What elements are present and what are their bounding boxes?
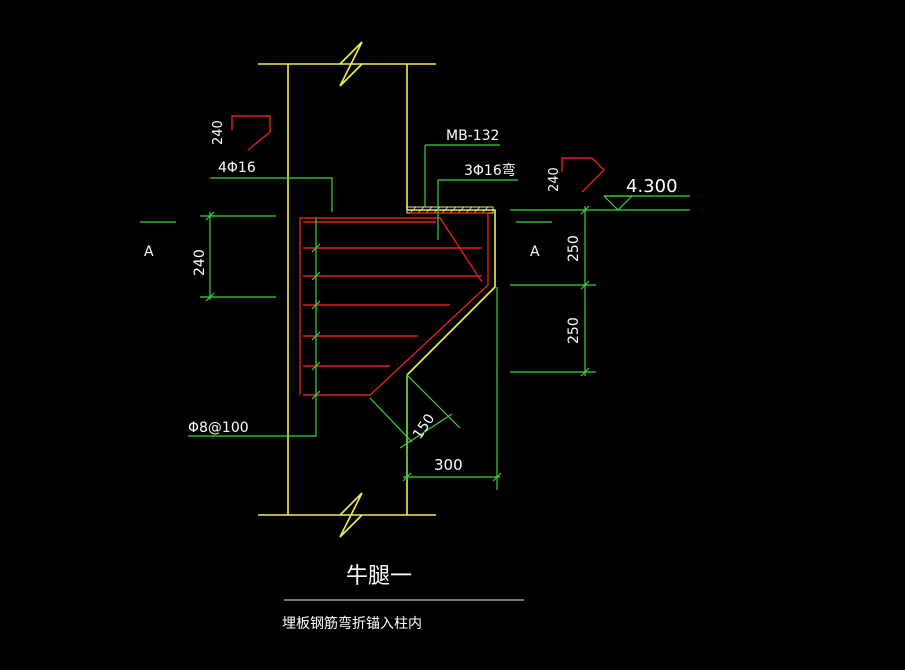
section-label-left: A [144,244,154,260]
leader-lines [140,144,690,601]
top-hook-dim-label: 240 [211,120,226,145]
chamfer-ext-2 [406,374,461,429]
elevation-triangle [603,195,634,211]
bent-rebar-label: 3Φ16弯 [464,162,516,179]
top-rebar-leader [210,177,333,212]
elevation-label: 4.300 [626,176,678,197]
stirrup-leader [188,218,317,437]
top-hook-symbol [231,115,271,151]
chamfer-ext-1 [369,397,413,443]
stirrup-label: Φ8@100 [188,420,249,436]
rebar-group [231,115,605,396]
top-rebar-label: 4Φ16 [218,160,256,176]
embed-plate-label: MB-132 [446,128,499,144]
embed-plate [406,206,494,214]
corbel-outline [406,209,496,376]
bent-rebar [369,212,489,396]
corbel-height-label: 240 [192,249,208,276]
drawing-note: 埋板钢筋弯折锚入柱内 [282,615,422,632]
corbel-width-label: 300 [434,456,463,474]
top-main-rebar [299,217,483,395]
chamfer-dim-line [399,413,453,449]
section-label-right: A [530,244,540,260]
dim-upper-label: 250 [566,235,582,262]
bottom-break-symbol [339,492,363,538]
top-break-symbol [339,41,363,87]
dim-lower-label: 250 [566,317,582,344]
chamfer-label: 150 [410,411,438,442]
drawing-title: 牛腿一 [346,564,412,589]
right-hook-dim-label: 240 [547,167,562,192]
right-hook-symbol [561,157,605,193]
